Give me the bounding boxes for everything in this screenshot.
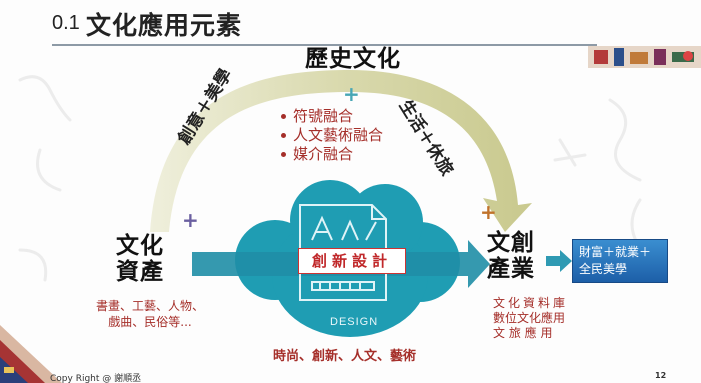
bullet-dot-icon: [281, 114, 286, 119]
bullet-dot-icon: [281, 152, 286, 157]
title-underline: [52, 44, 597, 46]
page-title: 文化應用元素: [86, 11, 243, 40]
copyright-footer: Copy Right @ 謝順丞: [50, 374, 142, 383]
plus-icon-left: +: [182, 208, 199, 232]
node-cultural-assets: 文化 資產: [116, 233, 164, 286]
fusion-bullet-list: 符號融合 人文藝術融合 媒介融合: [281, 107, 383, 164]
innovation-design-label: 創新設計: [298, 248, 406, 274]
painting-strip-image: [588, 46, 701, 68]
outcome-box: 財富＋就業＋ 全民美學: [572, 239, 668, 283]
bullet-item: 人文藝術融合: [281, 126, 383, 145]
title-number: 0.1: [52, 12, 80, 34]
bullet-dot-icon: [281, 133, 286, 138]
creative-industry-list: 文化資料庫 數位文化應用 文 旅 應 用: [493, 296, 569, 340]
bullet-item: 符號融合: [281, 107, 383, 126]
top-label-history-culture: 歷史文化: [305, 46, 401, 72]
plus-icon-top: +: [343, 82, 360, 106]
design-caption: DESIGN: [330, 316, 379, 328]
bullet-item: 媒介融合: [281, 145, 383, 164]
cultural-assets-examples: 書畫、工藝、人物、 戲曲、民俗等...: [95, 299, 204, 329]
painting-corner-image: [0, 325, 62, 383]
page-number: 12: [655, 371, 667, 380]
plus-icon-right: +: [480, 200, 497, 224]
node-creative-industry: 文創 產業: [487, 230, 535, 283]
outcome-arrow: [546, 250, 572, 272]
design-attributes-text: 時尚、創新、人文、藝術: [273, 349, 417, 364]
